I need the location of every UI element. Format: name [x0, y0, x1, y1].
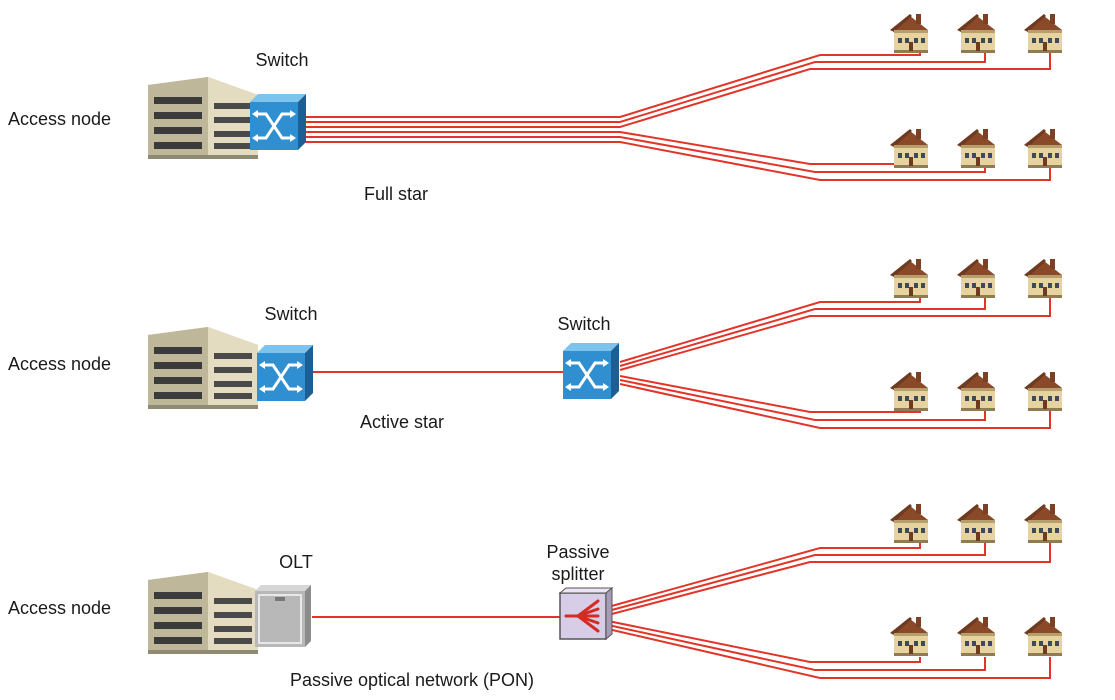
splitter-label-line1: Passive	[546, 542, 610, 562]
switch-label-2: Switch	[264, 304, 318, 324]
passive-splitter-icon	[558, 586, 614, 641]
splitter-label-line2: splitter	[551, 564, 605, 584]
access-node-label-2: Access node	[8, 354, 112, 374]
access-node-label-1: Access node	[8, 109, 112, 129]
switch-icon-2	[255, 343, 315, 403]
switch-icon-1	[248, 92, 308, 152]
remote-switch-label: Switch	[557, 314, 611, 334]
houses-group-3	[890, 504, 1062, 656]
access-node-building-3	[148, 572, 258, 654]
fiber-bundle-active-star	[619, 297, 1051, 429]
caption-pon: Passive optical network (PON)	[289, 670, 535, 690]
access-node-building-1	[148, 77, 258, 159]
fiber-bundle-pon	[607, 543, 1051, 679]
olt-label: OLT	[279, 552, 313, 572]
houses-group-1	[890, 14, 1062, 168]
access-node-building-2	[148, 327, 258, 409]
caption-full-star: Full star	[363, 184, 429, 204]
fiber-bundle-full-star	[305, 42, 1051, 181]
houses-group-2	[890, 259, 1062, 411]
olt-icon	[254, 584, 312, 648]
access-node-label-3: Access node	[8, 598, 112, 618]
remote-switch-icon	[561, 341, 621, 401]
switch-label-1: Switch	[255, 50, 309, 70]
caption-active-star: Active star	[359, 412, 445, 432]
